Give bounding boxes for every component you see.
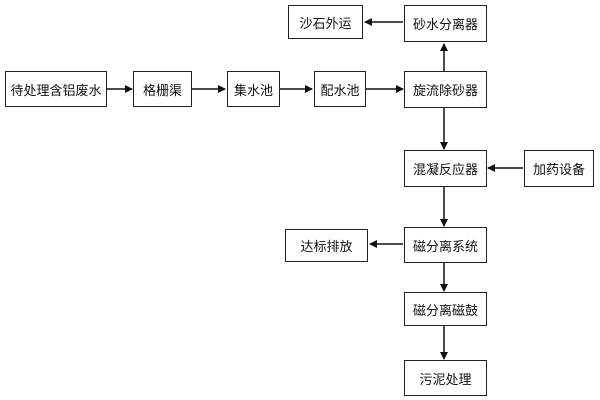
node-magnetic-drum: 磁分离磁鼓 — [404, 292, 487, 326]
node-cyclone-desander: 旋流除砂器 — [404, 71, 487, 108]
node-gravel-transport: 沙石外运 — [288, 5, 363, 39]
node-distribution-pool: 配水池 — [314, 71, 366, 107]
node-wastewater: 待处理含铝废水 — [5, 71, 107, 107]
node-dosing-equipment: 加药设备 — [524, 150, 594, 187]
node-sand-water-separator: 砂水分离器 — [404, 5, 487, 42]
node-grille: 格栅渠 — [133, 71, 192, 107]
node-coagulation-reactor: 混凝反应器 — [404, 150, 487, 187]
node-discharge: 达标排放 — [285, 229, 368, 262]
node-collection-pool: 集水池 — [227, 71, 280, 107]
node-sludge-treatment: 污泥处理 — [404, 360, 487, 396]
node-magnetic-separation-system: 磁分离系统 — [404, 227, 487, 263]
